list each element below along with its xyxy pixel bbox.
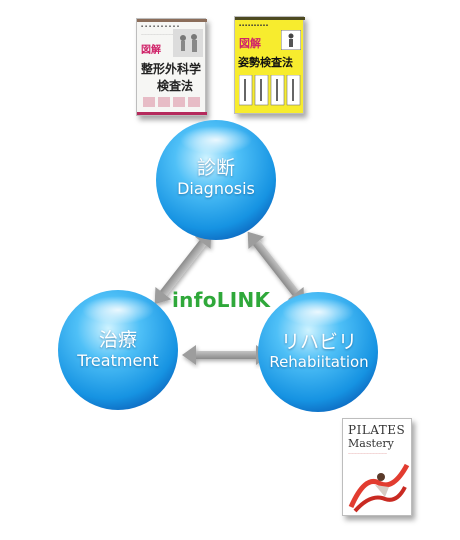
node-diagnosis-ja: 診断 xyxy=(196,157,235,179)
book-cover-posture-examination: ▪ ▪ ▪ ▪ ▪ ▪ ▪ ▪ ▪ ▪ 図解 姿勢検査法 xyxy=(234,16,305,114)
book-badge: 図解 xyxy=(141,45,161,56)
book-badge: 図解 xyxy=(239,37,261,50)
node-treatment-label: 治療 Treatment xyxy=(58,329,178,370)
book-title-line1: PILATES xyxy=(348,423,406,437)
arrow-treatment-rehab xyxy=(182,345,270,365)
book-title-line2: Mastery xyxy=(348,437,394,450)
node-treatment-en: Treatment xyxy=(77,350,159,370)
book-title-line1: 整形外科学 xyxy=(141,62,202,76)
book-cover-pilates-mastery: PILATES Mastery ————————————— xyxy=(342,418,412,516)
figure-illustration xyxy=(173,29,203,57)
node-treatment xyxy=(58,290,178,410)
book-cover-orthopedic-examination: ▪ ▪ ▪ ▪ ▪ ▪ ▪ ▪ ▪ ▪ ——————————— 図解 整形外科学… xyxy=(136,18,207,116)
book-title-line2: 検査法 xyxy=(157,79,194,93)
dancer-illustration xyxy=(348,463,410,513)
node-diagnosis-label: 診断 Diagnosis xyxy=(156,157,276,198)
node-rehab-en: Rehabiitation xyxy=(269,352,369,371)
node-diagnosis xyxy=(156,120,276,240)
arrow-diagnosis-treatment xyxy=(154,231,212,305)
node-rehab-label: リハビリ Rehabiitation xyxy=(258,331,380,371)
infolink-title: infoLINK xyxy=(172,288,271,312)
figure-illustration xyxy=(281,30,301,50)
book-title-line1: 姿勢検査法 xyxy=(238,56,293,69)
node-rehab xyxy=(258,292,378,412)
node-rehab-ja: リハビリ xyxy=(280,331,357,353)
node-diagnosis-en: Diagnosis xyxy=(177,178,255,198)
node-treatment-ja: 治療 xyxy=(98,329,137,351)
